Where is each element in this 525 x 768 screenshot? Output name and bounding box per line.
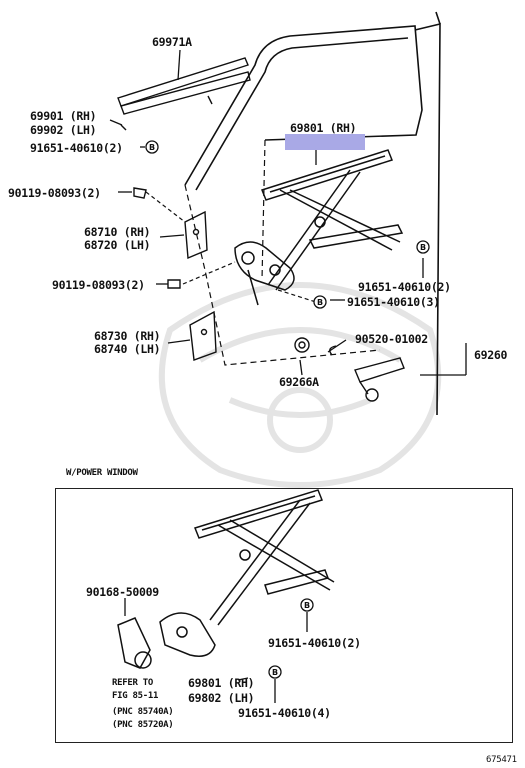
label-69801-top: 69801 (RH) [290, 121, 357, 135]
crank-handle [294, 337, 405, 402]
label-90119-a: 90119-08093(2) [8, 186, 101, 200]
label-69902: 69902 (LH) [30, 123, 97, 137]
label-90520: 90520-01002 [355, 332, 428, 346]
power-window-frame [55, 488, 513, 743]
highlight-69801 [285, 134, 365, 150]
label-refer-pnc2: (PNC 85720A) [112, 720, 174, 730]
regulator-top [234, 149, 404, 306]
figure-number: 675471 [486, 755, 517, 765]
svg-text:B: B [317, 298, 323, 307]
run-channel [117, 57, 251, 115]
label-91651-a: 91651-40610(2) [30, 141, 123, 155]
watermark-emblem [158, 282, 442, 488]
label-90168: 90168-50009 [86, 585, 159, 599]
leader-lines [109, 49, 467, 376]
svg-text:B: B [272, 668, 278, 677]
label-refer-pnc1: (PNC 85740A) [112, 707, 174, 717]
door-hidden-lines [184, 139, 381, 366]
dashed-leaders [145, 191, 317, 303]
bolt-letters: B B B B B [149, 143, 426, 677]
label-91651-b: 91651-40610(2) [358, 280, 451, 294]
svg-text:B: B [304, 601, 310, 610]
label-91651-c: 91651-40610(3) [347, 295, 440, 309]
label-68730: 68730 (RH) [94, 329, 161, 343]
power-leaders [124, 598, 308, 703]
label-68710: 68710 (RH) [84, 225, 151, 239]
label-69801-b: 69801 (RH) [188, 676, 255, 690]
label-90119-b: 90119-08093(2) [52, 278, 145, 292]
label-69971a: 69971A [152, 35, 192, 49]
label-68740: 68740 (LH) [94, 342, 161, 356]
label-refer-fig: FIG 85-11 [112, 691, 159, 701]
power-regulator [117, 489, 335, 669]
label-power-window: W/POWER WINDOW [66, 468, 138, 478]
label-69802-b: 69802 (LH) [188, 691, 255, 705]
label-69901: 69901 (RH) [30, 109, 97, 123]
label-69266a: 69266A [279, 375, 319, 389]
bolt-symbols [145, 140, 430, 679]
label-68720: 68720 (LH) [84, 238, 151, 252]
door-frame [184, 11, 441, 416]
svg-text:B: B [420, 243, 426, 252]
svg-text:B: B [149, 143, 155, 152]
label-91651-e: 91651-40610(4) [238, 706, 331, 720]
label-91651-d: 91651-40610(2) [268, 636, 361, 650]
label-refer-to: REFER TO [112, 678, 153, 688]
hinges [120, 124, 217, 361]
label-69260: 69260 [474, 348, 508, 362]
